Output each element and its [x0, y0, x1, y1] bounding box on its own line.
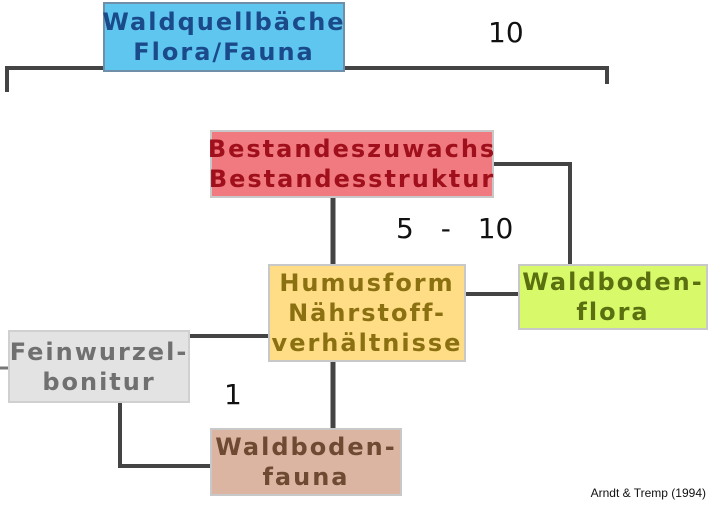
box-waldbodenfauna: Waldboden- fauna [210, 428, 402, 496]
box-humusform-line3: verhältnisse [271, 329, 463, 357]
number-top: 10 [488, 16, 524, 49]
box-waldquellbaeche: Waldquellbäche Flora/Fauna [102, 2, 346, 72]
number-middle: 5 - 10 [396, 212, 514, 245]
credit-text: Arndt & Tremp (1994) [590, 486, 706, 500]
box-bestandeszuwachs-line1: Bestandeszuwachs [207, 135, 497, 163]
box-feinwurzelbonitur-line2: bonitur [42, 367, 156, 396]
number-bottom: 1 [224, 378, 242, 411]
box-humusform: Humusform Nährstoff- verhältnisse [268, 264, 466, 362]
box-waldbodenfauna-line2: fauna [262, 463, 350, 491]
box-feinwurzelbonitur-line1: Feinwurzel- [9, 337, 189, 366]
box-bestandeszuwachs: Bestandeszuwachs Bestandesstruktur [207, 130, 497, 198]
box-waldbodenflora: Waldboden- flora [518, 264, 708, 330]
box-waldquellbaeche-line2: Flora/Fauna [133, 38, 315, 66]
connector-bestand-waldflora [494, 162, 572, 264]
box-feinwurzelbonitur: Feinwurzel- bonitur [8, 330, 190, 403]
box-humusform-line1: Humusform [279, 269, 455, 297]
box-bestandeszuwachs-line2: Bestandesstruktur [208, 165, 496, 193]
box-waldbodenflora-line1: Waldboden- [522, 268, 704, 296]
box-waldquellbaeche-line1: Waldquellbäche [102, 8, 346, 36]
box-waldbodenflora-line2: flora [576, 298, 650, 326]
box-humusform-line2: Nährstoff- [288, 299, 446, 327]
box-waldbodenfauna-line1: Waldboden- [215, 433, 397, 461]
connector-feinwurzel-waldfauna [118, 403, 210, 468]
